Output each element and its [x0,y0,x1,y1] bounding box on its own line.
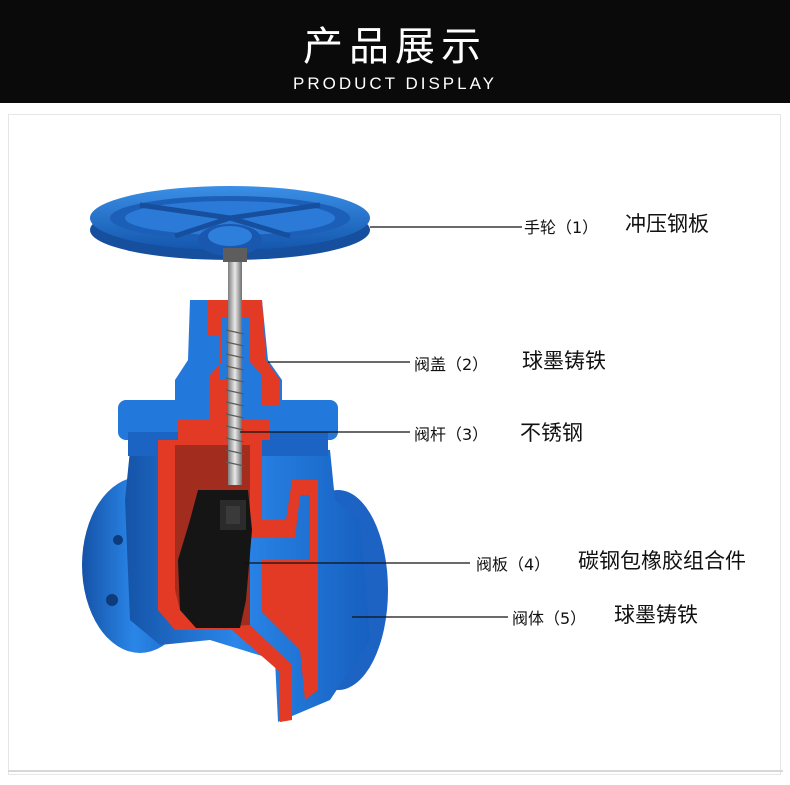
material-handwheel: 冲压钢板 [625,212,709,236]
material-bonnet: 球墨铸铁 [522,349,606,373]
material-body: 球墨铸铁 [614,603,698,627]
part-label-disc: 阀板（4） [476,555,551,574]
part-label-body: 阀体（5） [512,609,587,628]
stem-threads [225,329,245,467]
part-label-stem: 阀杆（3） [414,425,489,444]
page-title: 产品展示 [303,24,487,70]
material-stem: 不锈钢 [520,421,583,445]
material-disc: 碳钢包橡胶组合件 [578,549,746,573]
part-label-bonnet: 阀盖（2） [414,355,489,374]
page-subtitle: PRODUCT DISPLAY [292,74,498,93]
bottom-divider [8,770,783,772]
header-banner: 产品展示 PRODUCT DISPLAY [0,0,790,103]
part-label-handwheel: 手轮（1） [524,218,599,237]
leader-lines [240,226,522,618]
